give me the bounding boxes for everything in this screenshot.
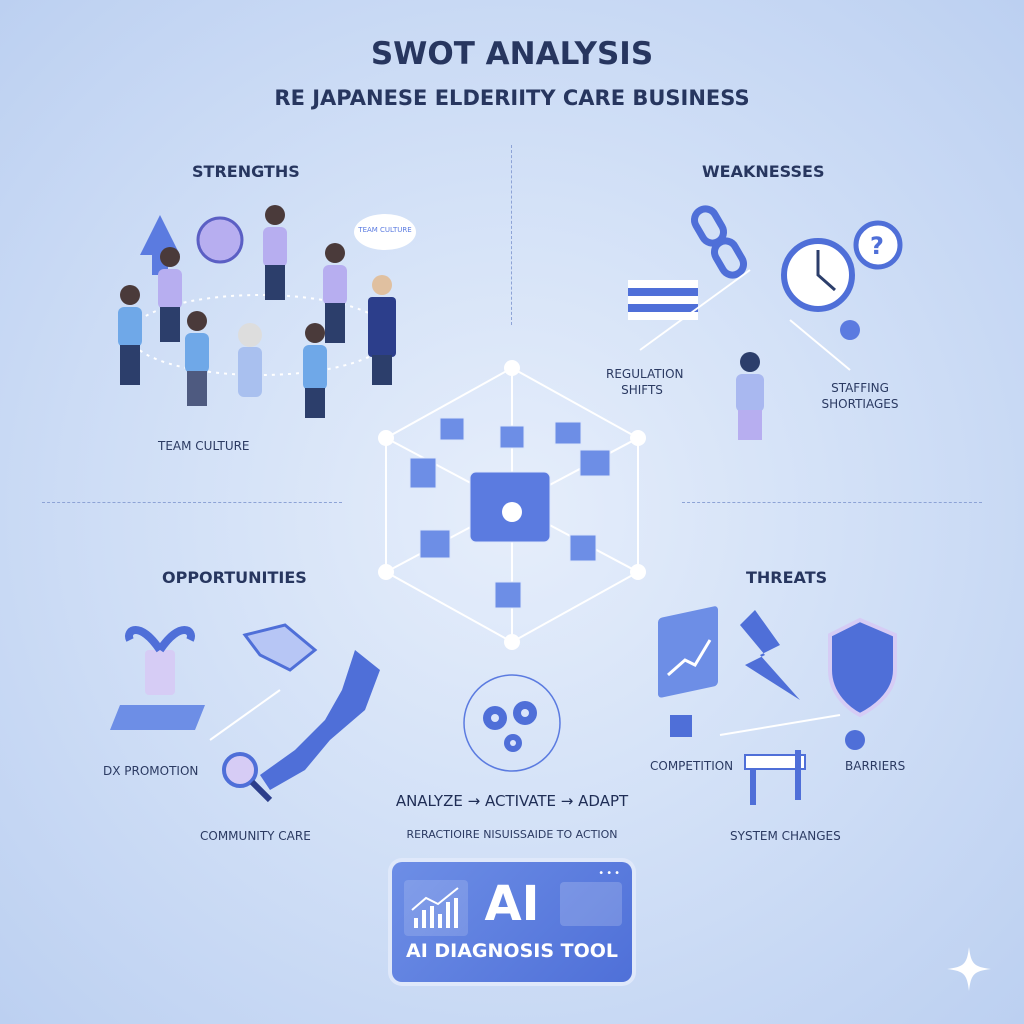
broken-lightning-icon [740,610,800,700]
central-network-diagram [378,360,646,650]
handshake-icon [242,623,318,672]
speech-bubble-icon [354,214,416,250]
label-staffing-shortages: STAFFING SHORTIAGES [821,381,899,411]
person-icon [736,352,764,440]
opportunities-illustration [110,623,380,803]
label-barriers: BARRIERS [845,759,906,773]
page-title: SWOT ANALYSIS [370,36,654,72]
cube-icon [569,534,597,562]
svg-text:?: ? [870,232,884,260]
walker-icon [840,320,860,340]
divider-right [682,502,982,503]
ai-badge: AI [484,876,540,932]
cube-icon [579,449,611,477]
divider-left [42,502,342,503]
page-subtitle: RE JAPANESE ELDERIITY CARE BUSINESS [274,86,750,110]
image-panel-icon [560,882,622,926]
cube-icon [499,425,525,449]
cycle-text: ANALYZE → ACTIVATE → ADAPT [395,792,629,810]
brain-icon [196,216,244,264]
sparkle-icon [947,947,991,991]
opportunities-heading: OPPORTUNITIES [162,568,307,587]
threats-illustration [658,606,897,805]
competition-icon [670,715,692,737]
person-icon [118,285,142,385]
person-icon [185,311,209,406]
label-regulation-shifts: REGULATION SHIFTS [606,367,684,397]
person-icon [158,247,182,342]
threats-heading: THREATS [746,568,828,587]
bar-chart-icon [404,880,468,936]
cube-icon [494,581,522,609]
strengths-heading: STRENGTHS [192,162,300,181]
person-icon [368,275,396,385]
speech-bubble-text: TEAM CULTURE [358,226,412,234]
cube-icon [409,457,437,489]
cycle-caption: RERACTIOIRE NISUISSAIDE TO ACTION [406,828,618,841]
arrow-up-icon [140,215,180,275]
label-community-care: COMMUNITY CARE [200,829,311,843]
gears-cycle-icon [463,674,561,772]
weaknesses-illustration: ? [628,205,903,440]
road-barrier-icon [744,750,806,805]
person-icon [263,205,287,300]
label-system-changes: SYSTEM CHANGES [730,829,841,843]
ai-diagnosis-tool-card[interactable]: ••• AI AI DIAGNOSIS TOOL [392,862,632,982]
broken-shield-icon [828,617,897,718]
label-dx-promotion: DX PROMOTION [103,764,199,778]
person-icon [238,323,262,397]
cube-icon [554,421,582,445]
weaknesses-heading: WEAKNESSES [702,162,825,181]
person-icon [323,243,347,343]
more-options-icon[interactable]: ••• [598,868,622,879]
label-competition: COMPETITION [650,759,734,773]
divider-vertical [511,145,512,325]
broken-chain-icon [691,205,747,279]
broken-blocks-icon [628,280,698,320]
chart-screen-icon [658,606,718,698]
label-team-culture: TEAM CULTURE [158,439,250,453]
tablet-plant-icon [110,626,205,730]
cube-icon [419,529,451,559]
barrier-icon [845,730,865,750]
clock-icon [781,238,855,312]
question-icon: ? [853,220,903,270]
ai-tool-label: AI DIAGNOSIS TOOL [405,940,618,962]
japan-map-icon [260,650,380,790]
cube-icon [439,417,465,441]
team-illustration [118,205,396,418]
person-icon [303,323,327,418]
magnifier-icon [222,752,273,803]
